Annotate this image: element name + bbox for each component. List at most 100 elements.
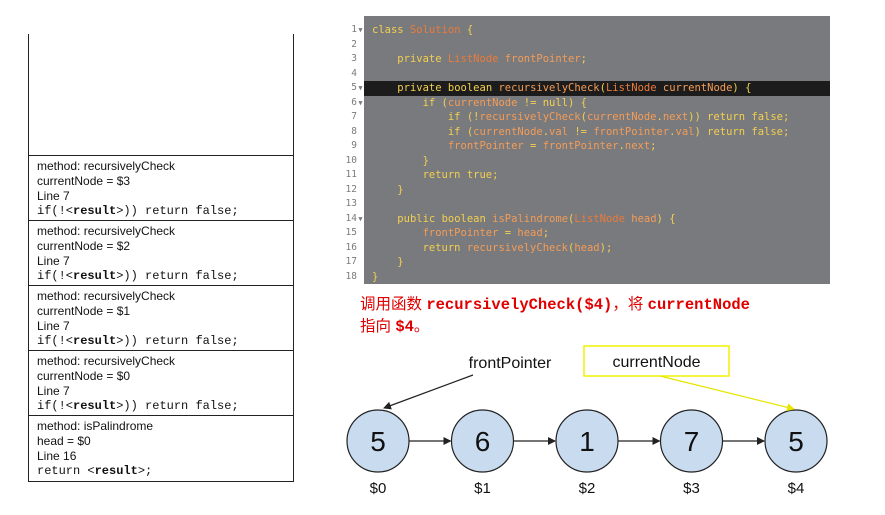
line-number: 9 xyxy=(351,140,357,151)
node-address: $0 xyxy=(370,480,387,497)
caption-text: 。 xyxy=(413,318,430,335)
frame-code: if(!<result>)) return false; xyxy=(37,399,239,413)
code-text: class Solution { xyxy=(372,24,474,36)
node-value: 1 xyxy=(579,426,595,457)
frame-variable: currentNode = $1 xyxy=(37,304,131,318)
code-text: frontPointer = frontPointer.next; xyxy=(447,140,657,152)
node-circle xyxy=(659,409,724,473)
line-number: 13 xyxy=(345,198,357,209)
code-line: 12 } xyxy=(335,183,830,198)
line-number: 10 xyxy=(345,154,357,166)
current-node-label: currentNode xyxy=(612,354,700,371)
line-number: 7 xyxy=(351,111,357,122)
line-number: 15 xyxy=(345,227,357,238)
line-number: 11 xyxy=(345,169,357,180)
code-line: 2 xyxy=(335,38,830,53)
front-pointer-label: frontPointer xyxy=(469,355,552,372)
code-text: } xyxy=(372,256,404,268)
code-line: 17 } xyxy=(335,255,830,270)
code-text: private ListNode frontPointer; xyxy=(397,53,587,65)
line-number: 8 xyxy=(351,125,357,137)
frame-code: if(!<result>)) return false; xyxy=(37,204,239,218)
code-line: 6▼ if (currentNode != null) { xyxy=(335,96,830,111)
code-text: private boolean recursivelyCheck(ListNod… xyxy=(397,82,752,94)
list-node: 1 $2 xyxy=(555,409,619,497)
frame-line: Line 7 xyxy=(37,254,70,268)
caption-text: 调用函数 xyxy=(360,296,427,313)
line-number: 6 xyxy=(351,96,357,108)
code-line: 11 return true; xyxy=(335,168,830,183)
frame-method: method: isPalindrome xyxy=(37,419,154,433)
code-text: public boolean isPalindrome(ListNode hea… xyxy=(397,212,676,225)
line-number: 16 xyxy=(345,241,357,253)
frame-variable: currentNode = $0 xyxy=(37,369,131,383)
code-line: 10 } xyxy=(335,154,830,169)
list-node: 5 $0 xyxy=(346,409,410,497)
code-line: 8 if (currentNode.val != frontPointer.va… xyxy=(335,125,830,140)
node-value: 5 xyxy=(788,426,804,457)
code-line: 18} xyxy=(335,270,830,285)
node-circle xyxy=(346,409,410,473)
frame-line: Line 7 xyxy=(37,384,70,398)
front-pointer-arrow xyxy=(383,374,474,410)
code-line: 3 private ListNode frontPointer; xyxy=(335,52,830,67)
line-number: 17 xyxy=(345,256,357,267)
frame-method: method: recursivelyCheck xyxy=(37,289,176,303)
frame-variable: currentNode = $2 xyxy=(37,239,131,253)
code-text: } xyxy=(372,270,379,283)
code-line: 4 xyxy=(335,67,830,82)
code-line: 1▼class Solution { xyxy=(335,23,830,38)
node-address: $4 xyxy=(788,480,805,497)
list-node: 5 $4 xyxy=(764,409,828,497)
caption-text: ，将 xyxy=(612,296,648,313)
caption-text: 指向 xyxy=(360,318,396,335)
code-line: 5▼ private boolean recursivelyCheck(List… xyxy=(351,81,830,96)
line-number: 5 xyxy=(351,82,357,93)
code-text: } xyxy=(372,154,429,167)
frame-line: Line 7 xyxy=(37,319,70,333)
frame-code: if(!<result>)) return false; xyxy=(37,334,239,348)
code-line: 14▼ public boolean isPalindrome(ListNode… xyxy=(335,212,830,227)
line-number: 4 xyxy=(351,67,357,79)
code-text: return recursivelyCheck(head); xyxy=(422,241,613,254)
code-line: 16 return recursivelyCheck(head); xyxy=(335,241,830,256)
code-text: if (currentNode.val != frontPointer.val)… xyxy=(447,125,790,138)
code-line: 13 xyxy=(335,197,830,212)
line-number: 3 xyxy=(351,53,357,64)
call-stack: method: recursivelyCheck currentNode = $3… xyxy=(28,34,294,482)
frame-code: if(!<result>)) return false; xyxy=(37,269,239,283)
frame-variable: currentNode = $3 xyxy=(37,174,131,188)
fold-toggle-icon[interactable]: ▼ xyxy=(358,26,363,34)
node-value: 5 xyxy=(370,426,386,457)
caption-line-2: 指向 $4。 xyxy=(360,316,870,338)
frame-variable: head = $0 xyxy=(37,434,91,448)
code-text: } xyxy=(372,183,404,196)
frame-line: Line 16 xyxy=(37,449,77,463)
node-circle xyxy=(450,409,515,473)
node-circle xyxy=(555,409,619,473)
node-value: 7 xyxy=(684,426,700,457)
node-value: 6 xyxy=(475,426,491,457)
fold-toggle-icon[interactable]: ▼ xyxy=(358,84,363,92)
code-text: if (currentNode != null) { xyxy=(422,96,587,109)
fold-toggle-icon[interactable]: ▼ xyxy=(358,214,363,223)
code-line: 7 if (!recursivelyCheck(currentNode.next… xyxy=(335,110,830,125)
line-number: 12 xyxy=(345,183,357,195)
frame-code: return <result>; xyxy=(37,464,153,478)
caption-function-call: recursivelyCheck($4) xyxy=(426,296,613,314)
line-number-gutter xyxy=(335,16,364,284)
code-line: 9 frontPointer = frontPointer.next; xyxy=(335,139,830,154)
node-address: $2 xyxy=(579,480,596,497)
fold-toggle-icon[interactable]: ▼ xyxy=(358,98,363,107)
frame-method: method: recursivelyCheck xyxy=(37,224,176,238)
code-line: 15 frontPointer = head; xyxy=(335,226,830,241)
step-caption: 调用函数 recursivelyCheck($4)，将 currentNode … xyxy=(360,294,870,338)
list-node: 6$1 xyxy=(450,409,515,497)
